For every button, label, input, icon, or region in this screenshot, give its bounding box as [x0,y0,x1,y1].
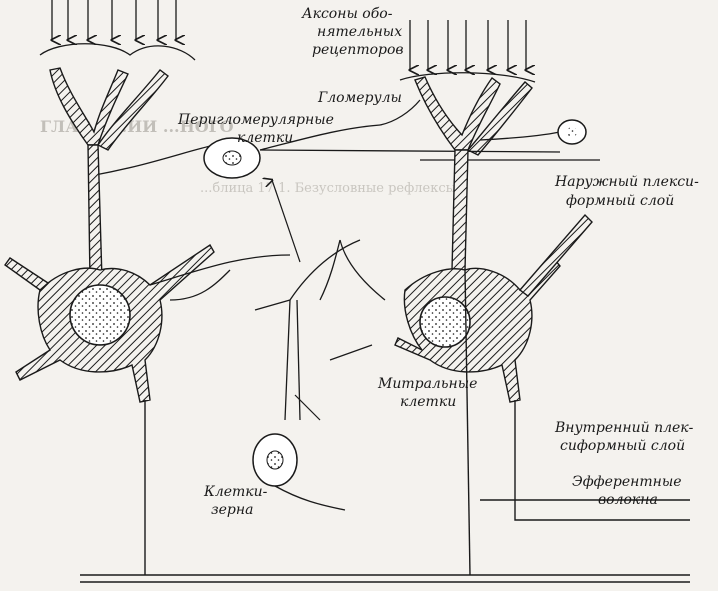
horizontal-fibres [259,99,600,161]
label-periglomerular: Перигломерулярные клетки [177,112,338,146]
periglomerular-cell-center [94,124,381,179]
label-axons: Аксоны обо- нятельных рецепторов [301,6,407,58]
receptor-axons-left [39,0,196,61]
label-outer-plexiform: Наружный плекси- формный слой [554,174,703,209]
granule-cell [252,299,346,511]
label-granule: Клетки- зерна [203,484,272,518]
label-glomeruli: Гломерулы [317,90,402,106]
mitral-primary-dendrites [87,144,469,281]
annotation-arrows [272,180,373,421]
label-mitral: Митральные клетки [377,376,482,410]
receptor-axons-right [399,20,536,83]
glomerular-tufts [49,67,533,156]
mitral-cell-right [394,213,593,403]
label-efferent: Эфферентные волокна [572,474,686,508]
secondary-dendrites [149,239,386,311]
mitral-cell-left [4,244,215,403]
label-inner-plexiform: Внутренний плек- сиформный слой [554,420,698,454]
efferent-fibres [80,269,690,583]
periglomerular-cell-right [479,119,587,145]
background-caption: ...блица 17.1. Безусловные рефлексы [200,181,456,196]
